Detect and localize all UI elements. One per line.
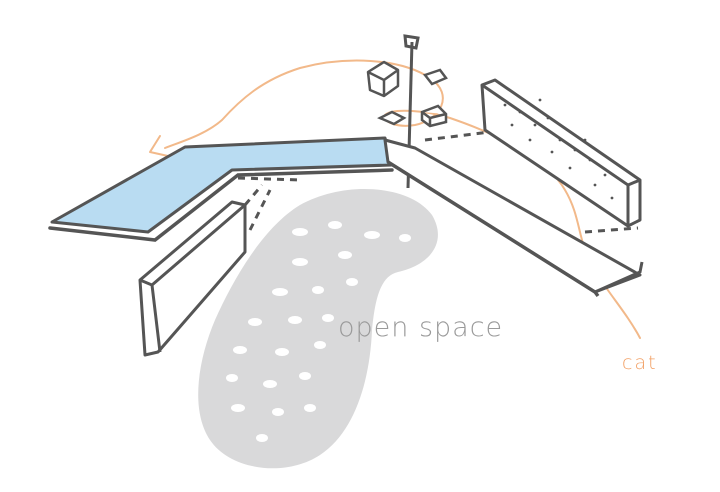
back-wall	[480, 78, 642, 228]
edge-dashes	[237, 176, 301, 182]
cat-label: cat	[622, 352, 658, 374]
open-space-label: open space	[338, 312, 504, 343]
left-wall	[138, 184, 272, 357]
signpost	[366, 34, 448, 189]
long-bench	[383, 130, 644, 298]
open-space-area	[198, 188, 438, 469]
wall-texture	[503, 98, 614, 200]
cat-path-arrowhead	[149, 135, 169, 157]
